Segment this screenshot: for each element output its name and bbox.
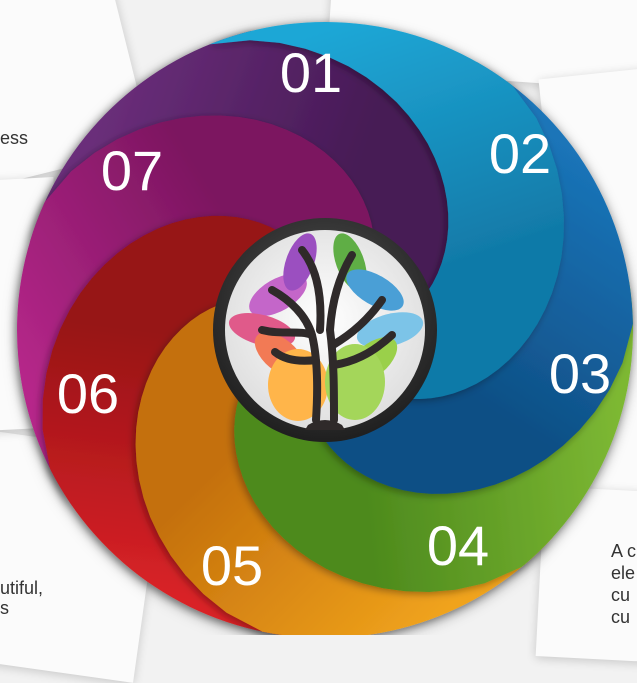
center-hub [213,218,437,442]
spiral-wheel-diagram: 07 06 05 04 03 02 01 [17,21,634,635]
segment-label-03: 03 [549,342,611,405]
segment-label-05: 05 [201,534,263,597]
segment-label-07: 07 [101,139,163,202]
segment-label-06: 06 [57,362,119,425]
segment-07 [29,31,464,315]
right-bottom-text: A c ele cu cu [611,541,637,627]
segment-03 [234,281,634,592]
segment-05 [42,215,299,635]
left-bottom-text: utiful, s [0,578,44,618]
segment-label-02: 02 [489,122,551,185]
segment-01 [209,21,564,399]
segment-label-01: 01 [280,41,342,104]
segment-06 [17,115,375,506]
tree-icon [228,233,424,430]
left-top-text: ess [0,128,29,148]
segment-label-04: 04 [427,514,489,577]
